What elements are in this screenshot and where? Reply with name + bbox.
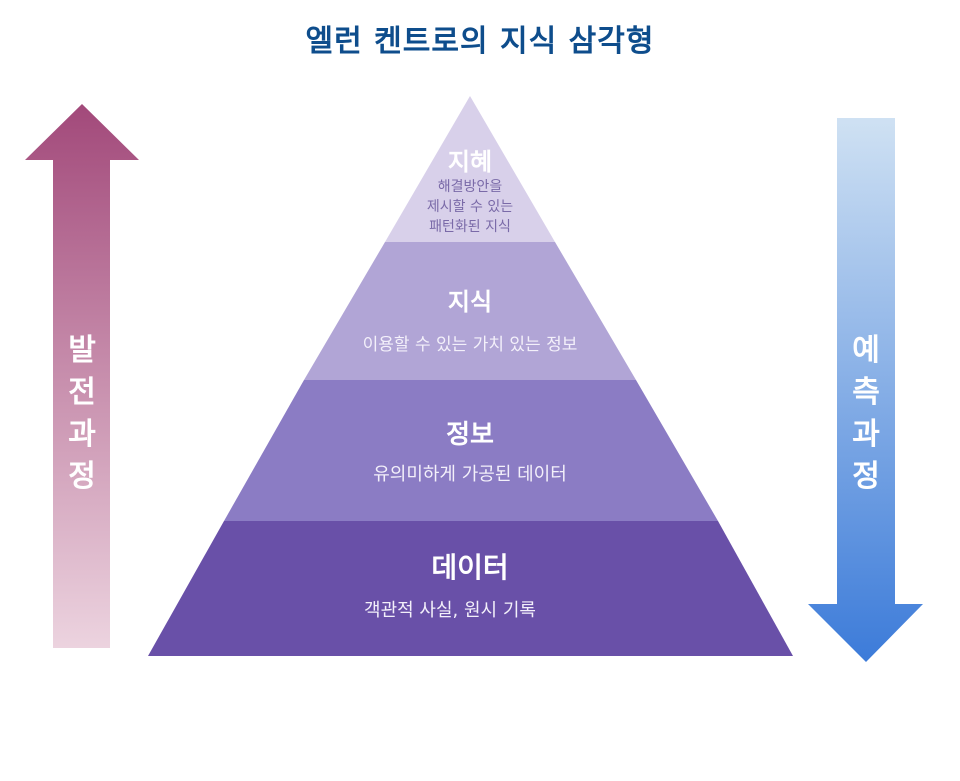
label-char: 발 xyxy=(68,333,96,368)
right-down-arrow xyxy=(808,118,923,662)
knowledge-title: 지식 xyxy=(447,288,493,316)
label-char: 전 xyxy=(68,375,96,410)
pyramid-layer-wisdom xyxy=(385,96,555,242)
data-title: 데이터 xyxy=(431,551,509,584)
development-process-label: 발 전 과 정 xyxy=(62,330,102,498)
information-description: 유의미하게 가공된 데이터 xyxy=(373,464,567,485)
wisdom-title: 지혜 xyxy=(447,148,493,176)
label-char: 과 xyxy=(852,417,880,452)
label-char: 정 xyxy=(852,459,880,494)
wisdom-description: 해결방안을 제시할 수 있는 패턴화된 지식 xyxy=(405,177,535,237)
left-up-arrow xyxy=(25,104,139,648)
pyramid-layer-information xyxy=(224,380,718,521)
knowledge-description: 이용할 수 있는 가치 있는 정보 xyxy=(362,335,578,355)
label-char: 정 xyxy=(68,459,96,494)
wisdom-desc-line: 해결방안을 xyxy=(437,179,503,195)
label-char: 예 xyxy=(852,333,880,368)
prediction-process-label: 예 측 과 정 xyxy=(846,330,886,498)
pyramid-layer-data xyxy=(148,521,793,656)
wisdom-desc-line: 패턴화된 지식 xyxy=(429,219,511,235)
wisdom-desc-line: 제시할 수 있는 xyxy=(426,199,514,215)
data-description: 객관적 사실, 원시 기록 xyxy=(364,600,536,621)
label-char: 측 xyxy=(852,375,880,410)
pyramid-layer-knowledge xyxy=(304,242,636,380)
information-title: 정보 xyxy=(446,420,494,450)
page-title: 엘런 켄트로의 지식 삼각형 xyxy=(305,24,655,59)
label-char: 과 xyxy=(68,417,96,452)
